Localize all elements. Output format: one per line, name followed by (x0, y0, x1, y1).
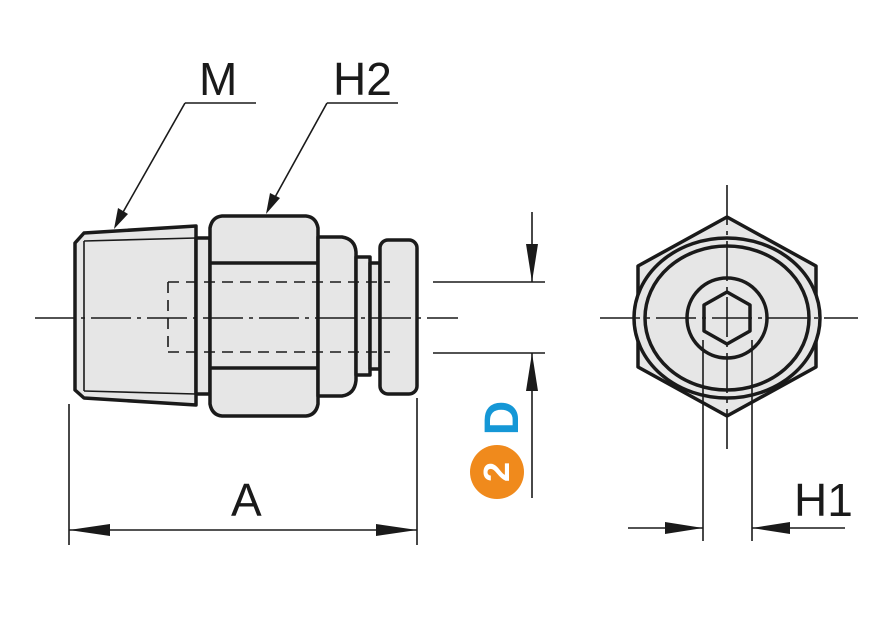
badge-circle (470, 445, 524, 499)
label-h2: H2 (333, 53, 392, 105)
shoulder (194, 236, 212, 396)
side-view (35, 214, 458, 418)
badge-number: 2 (476, 462, 517, 482)
label-h1: H1 (794, 474, 853, 526)
dimension-d (433, 212, 545, 498)
thread-section (73, 224, 198, 407)
hex-nut (208, 214, 320, 418)
leader-h2 (266, 102, 398, 214)
leader-m (114, 102, 256, 229)
dimension-a (68, 398, 418, 545)
dimension-h1 (628, 340, 845, 541)
fitting-body (316, 235, 358, 398)
label-m: M (199, 53, 237, 105)
label-a: A (231, 474, 262, 526)
end-view (600, 185, 858, 455)
neck (354, 255, 372, 377)
label-d: D (476, 401, 529, 436)
release-ring (378, 238, 419, 396)
tube-od-badge: 2 D (470, 401, 529, 499)
